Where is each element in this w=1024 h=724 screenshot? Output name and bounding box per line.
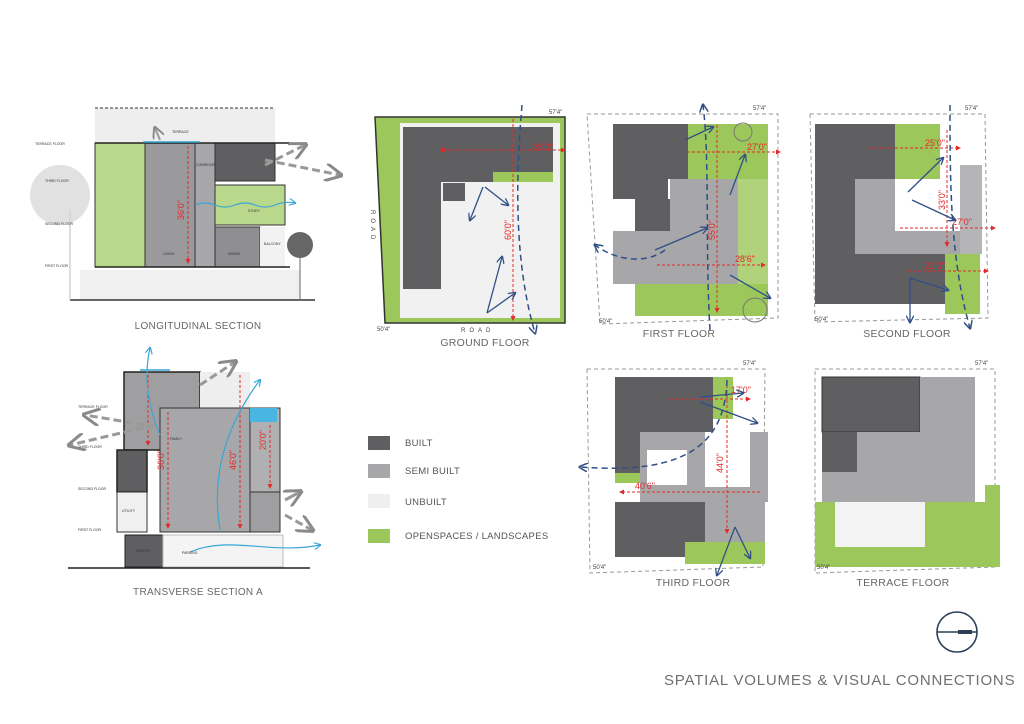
- ground-floor-caption: GROUND FLOOR: [440, 337, 530, 349]
- transverse-section: 36'0" 46'0" 20'0" TERRACE FLOOR THIRD FL…: [60, 340, 330, 569]
- dimension-label: 28'6": [735, 254, 755, 264]
- room-label: BALCONY: [264, 242, 281, 246]
- dimension-label: 28'0": [533, 142, 553, 152]
- site-dimension: 50'4": [815, 317, 828, 323]
- floor-label: FIRST FLOOR: [78, 528, 102, 532]
- dimension-label: 22'0": [925, 261, 945, 271]
- site-dimension: 50'4": [593, 565, 606, 571]
- legend-label: OPENSPACES / LANDSCAPES: [405, 531, 549, 542]
- road-label: ROAD: [369, 210, 375, 243]
- legend-swatch-unbuilt: [368, 494, 390, 508]
- room-label: STUDY: [248, 209, 261, 213]
- room-label: PANTRY: [136, 549, 151, 553]
- floor-label: TERRACE FLOOR: [78, 405, 108, 409]
- room-label: TERRACE: [172, 130, 189, 134]
- room-label: UTILITY: [122, 509, 136, 513]
- legend-label: UNBUILT: [405, 497, 448, 508]
- room-label: DINING: [228, 252, 241, 256]
- road-label: ROAD: [461, 328, 494, 334]
- floor-label: THIRD FLOOR: [78, 445, 102, 449]
- tree-icon: [733, 122, 753, 142]
- site-dimension: 57'4": [753, 106, 766, 112]
- dimension-label: 36'0": [156, 450, 166, 470]
- dimension-label: 60'0": [503, 220, 513, 240]
- terrace-floor-plan: 57'4" 50'4": [814, 361, 1000, 574]
- page-title: SPATIAL VOLUMES & VISUAL CONNECTIONS: [664, 672, 1016, 689]
- terrace-floor-caption: TERRACE FLOOR: [856, 577, 950, 589]
- site-dimension: 57'4": [549, 110, 562, 116]
- legend-swatch-built: [368, 436, 390, 450]
- dimension-label: 27'0": [747, 142, 767, 152]
- legend-label: SEMI BUILT: [405, 466, 461, 477]
- site-dimension: 57'4": [743, 361, 756, 367]
- dimension-label: 33'0": [937, 190, 947, 210]
- floor-label: SECOND FLOOR: [78, 487, 106, 491]
- tree-icon: [287, 232, 313, 258]
- legend-label: BUILT: [405, 438, 433, 449]
- dimension-label: 20'0": [258, 430, 268, 450]
- longitudinal-section-caption: LONGITUDINAL SECTION: [134, 321, 262, 332]
- tree-icon: [742, 297, 768, 323]
- dimension-label: 46'0": [228, 450, 238, 470]
- transverse-section-caption: TRANSVERSE SECTION A: [133, 587, 263, 598]
- dimension-label: 36'0": [176, 200, 186, 220]
- first-floor-plan: 27'0" 55'0" 28'6" 57'4" 50'4": [586, 100, 781, 330]
- site-dimension: 57'4": [965, 106, 978, 112]
- floor-label: TERRACE FLOOR: [35, 142, 65, 146]
- longitudinal-section: 36'0" TERRACE FLOOR THIRD FLOOR SECOND F…: [30, 107, 350, 301]
- dimension-label: 25'0": [925, 138, 945, 148]
- third-floor-caption: THIRD FLOOR: [655, 577, 731, 589]
- second-floor-plan: 25'0" 33'0" 27'0" 22'0" 57'4" 50'4": [809, 104, 996, 330]
- third-floor-plan: 17'0" 44'0" 40'6" 57'4" 50'4": [575, 361, 768, 580]
- site-dimension: 57'4": [975, 361, 988, 367]
- floor-label: FIRST FLOOR: [45, 264, 69, 268]
- dimension-label: 44'0": [715, 453, 725, 473]
- room-label: CORRIDOR: [196, 163, 216, 167]
- second-floor-caption: SECOND FLOOR: [863, 328, 951, 340]
- legend-swatch-semi-built: [368, 464, 390, 478]
- floor-label: THIRD FLOOR: [45, 179, 69, 183]
- dimension-label: 55'0": [707, 220, 717, 240]
- dimension-label: 27'0": [952, 217, 972, 227]
- site-dimension: 50'4": [817, 565, 830, 571]
- dimension-label: 40'6": [635, 481, 655, 491]
- north-arrow-icon: [936, 611, 978, 653]
- tree-icon: [30, 165, 90, 300]
- floor-label: SECOND FLOOR: [45, 222, 73, 226]
- room-label: FAMILY: [170, 437, 183, 441]
- site-dimension: 50'4": [599, 319, 612, 325]
- first-floor-caption: FIRST FLOOR: [642, 328, 716, 340]
- room-label: PARKING: [182, 551, 198, 555]
- site-dimension: 50'4": [377, 327, 390, 333]
- ground-floor-plan: 28'0" 60'0" 57'4" 50'4" ROAD ROAD: [369, 105, 566, 335]
- legend-swatch-openspaces: [368, 529, 390, 543]
- room-label: LIVING: [163, 252, 175, 256]
